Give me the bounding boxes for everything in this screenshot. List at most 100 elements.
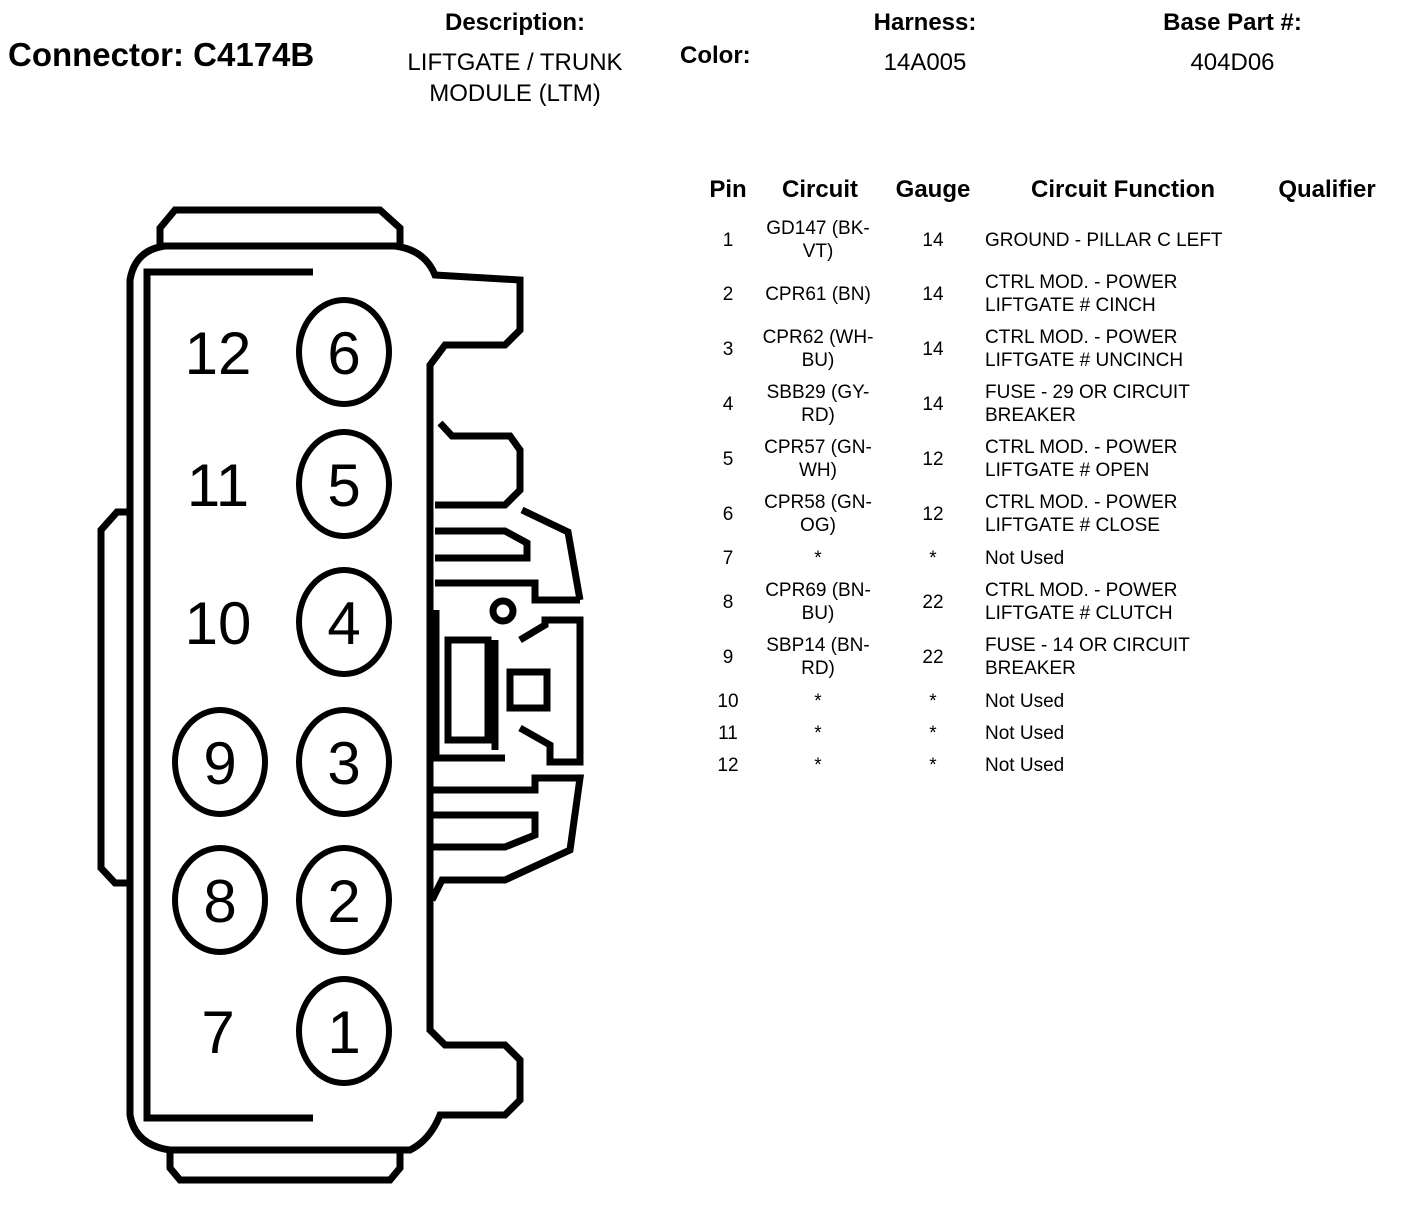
pin-5-label: 5 xyxy=(327,452,360,519)
wire-gauge: 22 xyxy=(922,646,944,668)
pin-9-label: 9 xyxy=(203,730,236,797)
wire-gauge: 14 xyxy=(922,283,944,305)
pin-1-cavity xyxy=(296,976,392,1086)
latch-bar-3 xyxy=(428,774,585,902)
pin-number: 11 xyxy=(718,722,738,744)
qualifier xyxy=(1266,633,1388,681)
base-part-value: 404D06 xyxy=(1190,49,1275,76)
circuit-id: GD147 (BK-VT) xyxy=(766,218,870,262)
pin-number: 3 xyxy=(722,338,734,360)
column-header-qualifier: Qualifier xyxy=(1278,176,1376,203)
wire-gauge: 14 xyxy=(922,393,944,415)
pin-3-cavity xyxy=(296,707,392,817)
pin-10-label: 10 xyxy=(185,590,252,657)
qualifier xyxy=(1266,545,1388,571)
pin-4-label: 4 xyxy=(327,590,360,657)
harness-label: Harness: xyxy=(873,9,977,36)
pin-11-label: 11 xyxy=(187,452,249,519)
wire-gauge: * xyxy=(929,547,937,569)
left-rail xyxy=(97,508,130,887)
latch-bar-2 xyxy=(435,579,580,604)
circuit-id: * xyxy=(814,690,822,712)
circuit-id: SBB29 (GY-RD) xyxy=(766,382,870,426)
wire-gauge: 12 xyxy=(922,448,944,470)
lock-inner xyxy=(444,636,492,744)
wire-gauge: 22 xyxy=(922,591,944,613)
column-header-circuit: Circuit xyxy=(781,176,858,203)
connector-housing-outline xyxy=(126,242,524,1154)
pin-7-label: 7 xyxy=(201,999,234,1066)
pin-number: 8 xyxy=(722,591,734,613)
inner-frame xyxy=(143,268,313,1122)
pin-6-cavity xyxy=(296,297,392,407)
qualifier xyxy=(1266,380,1388,428)
circuit-function: Not Used xyxy=(985,547,1065,569)
description-value: LIFTGATE / TRUNK MODULE (LTM) xyxy=(407,49,623,107)
harness-value: 14A005 xyxy=(883,49,967,76)
wire-gauge: 14 xyxy=(922,229,944,251)
pin-number: 6 xyxy=(722,503,734,525)
column-header-circuit-function: Circuit Function xyxy=(1031,176,1215,203)
top-latch-tab xyxy=(156,206,404,246)
circuit-id: CPR61 (BN) xyxy=(765,283,871,305)
circuit-id: CPR58 (GN-OG) xyxy=(764,492,872,536)
wire-gauge: 12 xyxy=(922,503,944,525)
circuit-id: * xyxy=(814,754,822,776)
description-label: Description: xyxy=(444,9,585,36)
circuit-function: Not Used xyxy=(985,754,1065,776)
qualifier xyxy=(1266,325,1388,373)
pin-8-cavity xyxy=(172,845,268,955)
lock-button xyxy=(506,668,551,712)
latch-bar-1 xyxy=(435,527,531,562)
latch-upper-tab xyxy=(435,420,524,509)
pin-4-cavity xyxy=(296,567,392,677)
wire-gauge: * xyxy=(929,690,937,712)
pin-number: 10 xyxy=(717,690,739,712)
circuit-id: SBP14 (BN-RD) xyxy=(766,635,870,679)
circuit-id: * xyxy=(814,547,822,569)
table-row: 10 * * Not Used xyxy=(700,688,1400,714)
column-header-gauge: Gauge xyxy=(895,176,971,203)
pin-number: 5 xyxy=(722,448,734,470)
qualifier xyxy=(1266,578,1388,626)
table-row: 7 * * Not Used xyxy=(700,545,1400,571)
pin-2-cavity xyxy=(296,845,392,955)
circuit-id: * xyxy=(814,722,822,744)
pin-number: 1 xyxy=(722,229,734,251)
pin-number: 7 xyxy=(722,547,734,569)
table-row: 12 * * Not Used xyxy=(700,752,1400,778)
pin-number: 12 xyxy=(717,754,739,776)
circuit-id: CPR57 (GN-WH) xyxy=(764,437,872,481)
wire-gauge: 14 xyxy=(922,338,944,360)
wire-gauge: * xyxy=(929,754,937,776)
pin-1-label: 1 xyxy=(327,999,360,1066)
lock-outer xyxy=(432,610,505,762)
pin-3-label: 3 xyxy=(327,730,360,797)
pin-number: 4 xyxy=(722,393,734,415)
circuit-id: CPR62 (WH-BU) xyxy=(762,327,874,371)
circuit-function: Not Used xyxy=(985,690,1065,712)
pin-5-cavity xyxy=(296,429,392,539)
qualifier xyxy=(1266,216,1388,264)
pin-12-label: 12 xyxy=(185,320,252,387)
latch-ramp xyxy=(520,506,584,601)
qualifier xyxy=(1266,752,1388,778)
lock-pivot xyxy=(489,597,517,625)
pin-8-label: 8 xyxy=(203,868,236,935)
circuit-function: Not Used xyxy=(985,722,1065,744)
table-row: 11**Not Used xyxy=(700,720,1400,746)
pin-number: 2 xyxy=(722,283,734,305)
